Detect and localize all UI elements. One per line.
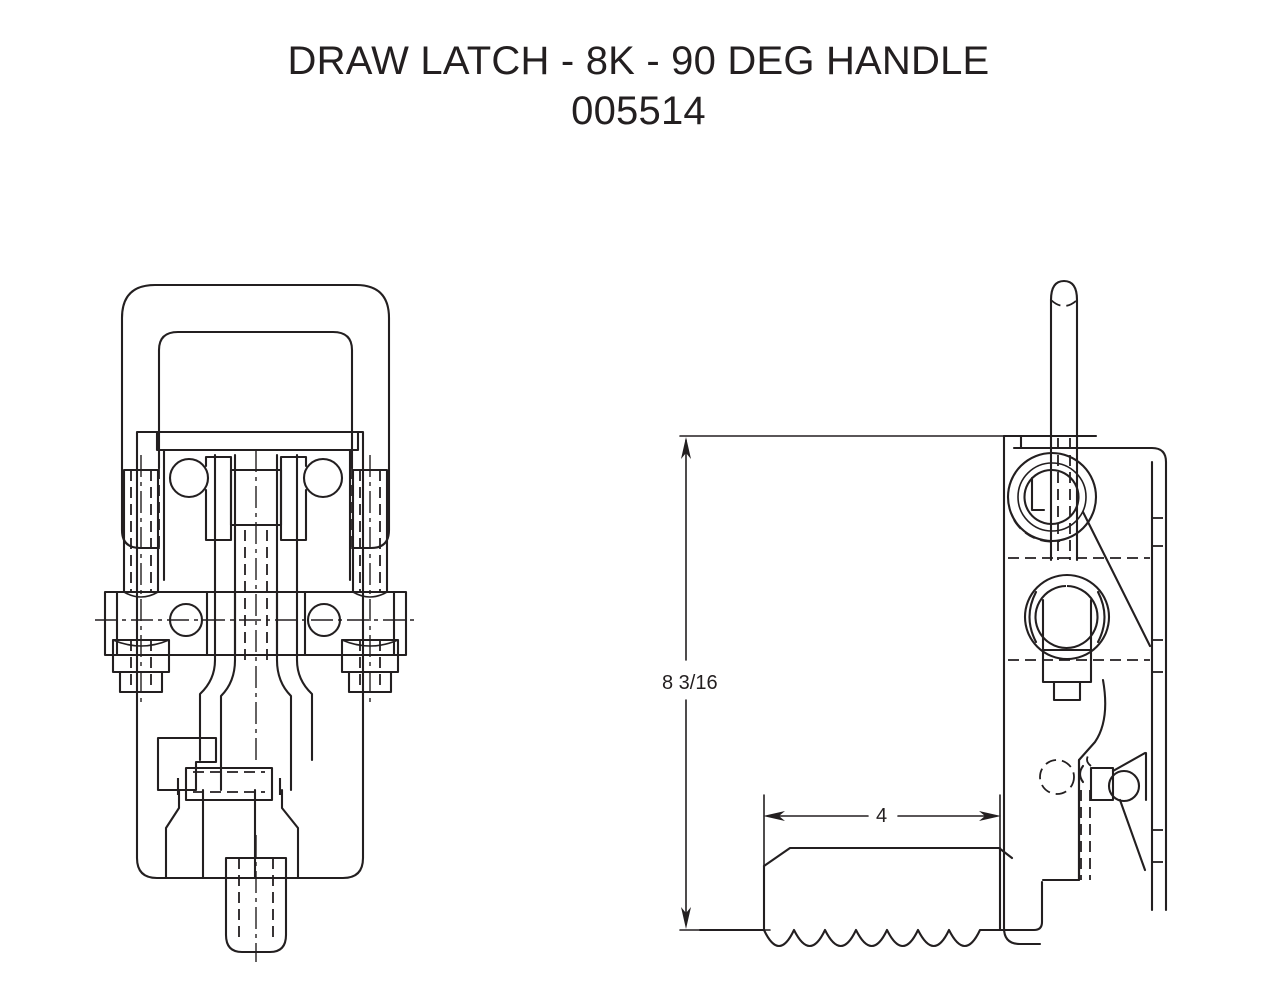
keeper-shelf (156, 736, 218, 792)
linkage-ledge-left (205, 590, 237, 657)
lower-pivot-ring-r (1096, 590, 1106, 644)
break-line-scallop (762, 928, 1002, 948)
dimension-annotations (679, 435, 1011, 931)
lower-pivot-bolt-collar (1041, 598, 1093, 652)
dimension-height-label: 8 3/16 (659, 672, 721, 695)
lower-pivot-bolt-head (1041, 648, 1093, 684)
upper-link-arm (1081, 510, 1152, 648)
upper-pivot-mid (1017, 462, 1087, 532)
upper-pivot-hidden-arc (1013, 519, 1061, 543)
bail-handle-right-leg (350, 466, 391, 550)
side-hook-notch (1078, 764, 1085, 784)
strike-plate-top (762, 846, 1014, 868)
linkage-arm-right-outer (295, 453, 314, 762)
lower-pivot-ring (1028, 590, 1038, 644)
keeper-sleeve (201, 788, 257, 880)
dimension-width-label: 4 (873, 805, 891, 828)
dim-width-arrow-right (979, 811, 1001, 821)
side-hook-bracket-upper (1111, 751, 1147, 773)
pivot-hub (229, 468, 283, 527)
side-hole-hidden (1039, 759, 1075, 795)
front-view (95, 283, 416, 962)
pivot-block-left (204, 455, 233, 542)
strike-plate (698, 846, 1044, 948)
side-lower-plate (1002, 926, 1042, 946)
keeper-pin-block (184, 766, 274, 802)
upper-pivot-outer (1006, 451, 1098, 543)
dim-height-arrow-bottom (681, 907, 691, 929)
bail-handle-left-leg (120, 466, 161, 550)
linkage-arm-left-inner (219, 453, 237, 792)
linkage-arm-left-outer (198, 453, 217, 762)
linkage-ledge-right (275, 590, 307, 657)
keeper-body-right (280, 788, 300, 880)
side-hook-tab (1089, 766, 1115, 802)
lower-pivot-bolt-shank (1052, 680, 1082, 702)
bottom-plug-hidden (238, 858, 274, 942)
dim-width-arrow-left (763, 811, 785, 821)
side-hook-arm (1041, 678, 1107, 882)
side-hook-roller (1107, 769, 1141, 803)
lower-pivot-bushing (1034, 584, 1099, 650)
strike-plate-extend-right (998, 880, 1044, 932)
handle-bar-cap-hidden (1050, 299, 1078, 307)
lower-pivot-outer (1023, 573, 1111, 661)
bail-handle-outer (120, 283, 391, 470)
side-bracket-body (1012, 446, 1168, 912)
keeper-pin-hidden (193, 771, 265, 793)
front-mounting-plate (135, 430, 365, 880)
linkage-arm-right-inner (275, 453, 293, 792)
keeper-body (164, 788, 181, 880)
bolt-assembly-left (111, 455, 171, 706)
latch-top-bar (155, 430, 360, 452)
bail-handle-inner (157, 330, 354, 470)
upper-pivot-keyway (1030, 476, 1046, 512)
pivot-pin-right (302, 457, 344, 499)
handle-bar-cap (1049, 279, 1079, 302)
dim-height-arrow-top (681, 437, 691, 459)
side-view (1002, 279, 1168, 946)
pivot-pin-left (168, 457, 210, 499)
bottom-plug (224, 856, 288, 954)
side-hook-bracket-lower (1118, 798, 1147, 872)
side-hook-hidden-arc (1086, 751, 1092, 767)
pivot-block-right (279, 455, 308, 542)
upper-pivot-bushing (1023, 468, 1080, 525)
